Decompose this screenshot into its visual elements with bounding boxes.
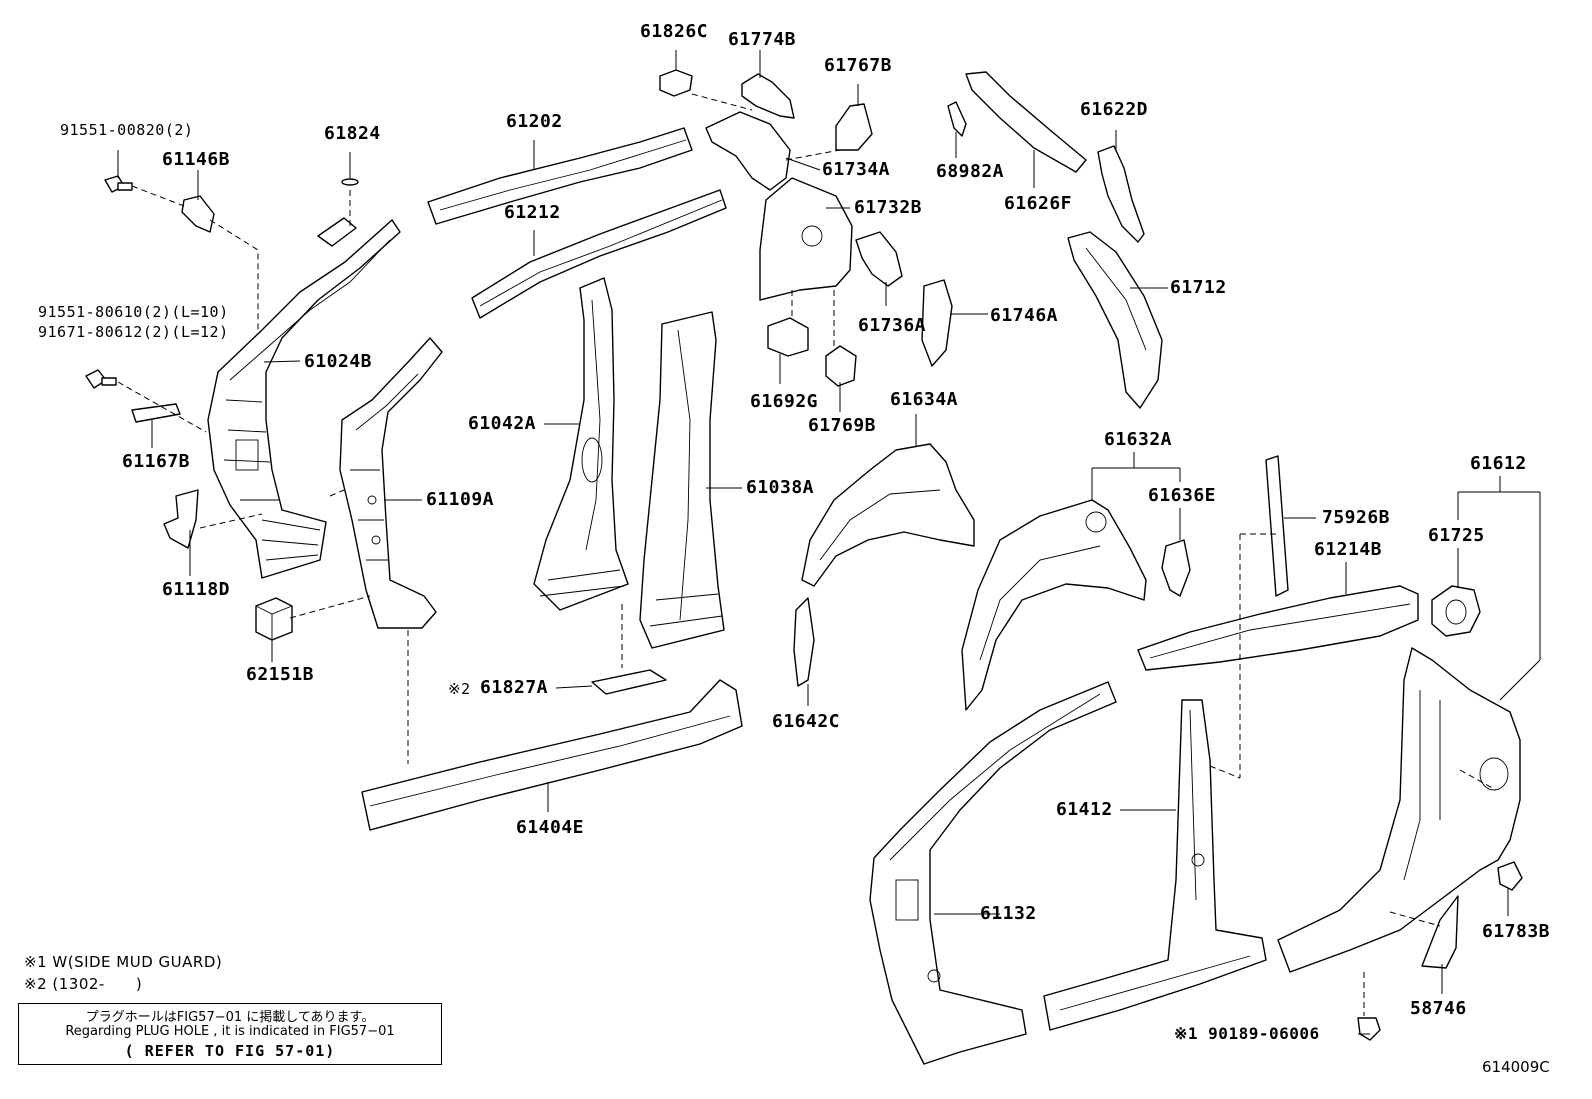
- part-61767B-shape: [835, 103, 873, 151]
- part-61132-shape: [869, 681, 1117, 1065]
- label-61038A: 61038A: [746, 477, 815, 498]
- part-61826C-shape: [659, 69, 693, 97]
- part-61746A-shape: [921, 279, 953, 367]
- label-68982A: 68982A: [936, 161, 1005, 182]
- label-61725: 61725: [1428, 525, 1485, 546]
- label-61212: 61212: [504, 202, 561, 223]
- label-91551-00820: 91551-00820(2): [60, 121, 194, 139]
- label-61412: 61412: [1056, 799, 1113, 820]
- part-61642C-shape: [793, 597, 815, 687]
- label-61634A: 61634A: [890, 389, 959, 410]
- label-61642C: 61642C: [772, 711, 841, 732]
- label-61736A: 61736A: [858, 315, 927, 336]
- label-61109A: 61109A: [426, 489, 495, 510]
- part-61712-shape: [1067, 231, 1163, 409]
- part-61634A-shape: [801, 443, 975, 587]
- label-61734A: 61734A: [822, 159, 891, 180]
- label-61132: 61132: [980, 903, 1037, 924]
- part-61214B-shape: [1137, 585, 1419, 671]
- label-58746: 58746: [1410, 998, 1467, 1019]
- label-61774B: 61774B: [728, 29, 797, 50]
- label-90189-06006: ※1 90189-06006: [1174, 1024, 1320, 1043]
- label-61827A: 61827A: [480, 677, 549, 698]
- figure-code: 614009C: [1482, 1058, 1550, 1076]
- part-61202-shape: [427, 127, 693, 225]
- part-61024B-shape: [207, 217, 401, 579]
- note-box-line-english: Regarding PLUG HOLE , it is indicated in…: [65, 1024, 395, 1039]
- part-75926B-shape: [1265, 455, 1289, 597]
- label-61712: 61712: [1170, 277, 1227, 298]
- part-61622D-shape: [1097, 145, 1145, 243]
- label-61024B: 61024B: [304, 351, 373, 372]
- part-61212-shape: [471, 189, 727, 319]
- part-61632A-shape: [961, 499, 1147, 711]
- note-2: ※2 (1302- ): [24, 975, 143, 993]
- label-61622D: 61622D: [1080, 99, 1149, 120]
- label-61612: 61612: [1470, 453, 1527, 474]
- part-61769B-shape: [825, 345, 857, 387]
- label-91671-80612: 91671-80612(2)(L=12): [38, 323, 229, 341]
- part-61636E-shape: [1161, 539, 1191, 597]
- part-68982A-shape: [947, 101, 967, 137]
- part-61118D-shape: [163, 489, 199, 549]
- part-61783B-shape: [1497, 861, 1523, 891]
- label-61636E: 61636E: [1148, 485, 1217, 506]
- label-61214B: 61214B: [1314, 539, 1383, 560]
- leader-lines: [117, 50, 1541, 1035]
- label-61827A-mark: ※2: [448, 680, 471, 698]
- part-61038A-shape: [639, 311, 725, 649]
- part-61827A-shape: [591, 669, 667, 695]
- label-61769B: 61769B: [808, 415, 877, 436]
- part-90189-06006-shape: [1357, 1017, 1381, 1041]
- part-61692G-shape: [767, 317, 809, 357]
- label-61042A: 61042A: [468, 413, 537, 434]
- part-61725-shape: [1431, 585, 1481, 637]
- label-61167B: 61167B: [122, 451, 191, 472]
- note-box-refer-link[interactable]: ( REFER TO FIG 57-01): [124, 1042, 336, 1060]
- part-62151B-shape: [255, 597, 293, 641]
- label-61692G: 61692G: [750, 391, 819, 412]
- label-62151B: 62151B: [246, 664, 315, 685]
- label-61767B: 61767B: [824, 55, 893, 76]
- part-61612-shape: [1277, 647, 1521, 973]
- label-61118D: 61118D: [162, 579, 231, 600]
- label-61732B: 61732B: [854, 197, 923, 218]
- label-61202: 61202: [506, 111, 563, 132]
- part-61412-shape: [1043, 699, 1267, 1031]
- part-61146B-shape: [181, 195, 215, 233]
- note-box: プラグホールはFIG57−01 に掲載してあります。 Regarding PLU…: [18, 1003, 442, 1065]
- part-61404E-shape: [361, 679, 743, 831]
- label-61824: 61824: [324, 123, 381, 144]
- label-61746A: 61746A: [990, 305, 1059, 326]
- part-61167B-shape: [131, 403, 181, 423]
- part-61824-shape: [341, 178, 359, 186]
- label-61783B: 61783B: [1482, 921, 1551, 942]
- bolt-91551-00820-shape: [104, 175, 133, 193]
- label-61404E: 61404E: [516, 817, 585, 838]
- part-61734A-shape: [705, 111, 791, 191]
- part-61732B-shape: [759, 177, 853, 301]
- part-61774B-shape: [741, 73, 795, 119]
- label-91551-80610: 91551-80610(2)(L=10): [38, 303, 229, 321]
- note-box-line-japanese: プラグホールはFIG57−01 に掲載してあります。: [85, 1010, 375, 1025]
- assembly-dash-lines: [117, 93, 1497, 1016]
- part-61109A-shape: [339, 337, 443, 629]
- label-61626F: 61626F: [1004, 193, 1073, 214]
- part-61736A-shape: [855, 231, 903, 287]
- note-1: ※1 W(SIDE MUD GUARD): [24, 953, 223, 971]
- label-61632A: 61632A: [1104, 429, 1173, 450]
- bolt-91551-80610-shape: [85, 369, 117, 389]
- label-61146B: 61146B: [162, 149, 231, 170]
- label-75926B: 75926B: [1322, 507, 1391, 528]
- part-61626F-shape: [965, 71, 1087, 173]
- label-61826C: 61826C: [640, 21, 709, 42]
- part-61042A-shape: [533, 277, 629, 611]
